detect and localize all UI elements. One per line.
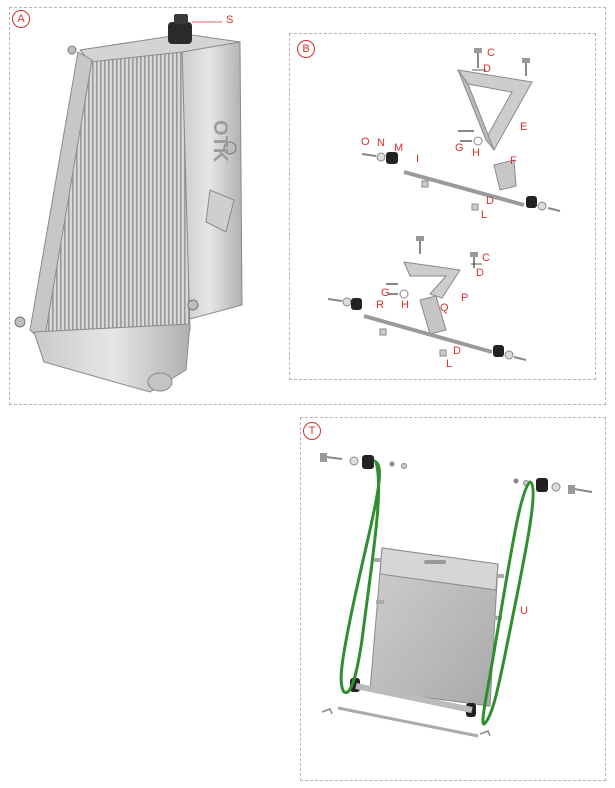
panel-t-badge: T <box>303 422 321 440</box>
label-d-bottom: D <box>453 345 461 357</box>
label-l-upper: L <box>481 209 488 221</box>
label-c-lower: C <box>482 252 490 264</box>
label-o: O <box>361 136 370 148</box>
label-d-mid: D <box>486 195 494 207</box>
label-g-lower: G <box>381 287 390 299</box>
label-h-upper: H <box>472 147 480 159</box>
panel-b-badge: B <box>297 40 315 58</box>
label-f: F <box>510 155 517 167</box>
label-h-lower: H <box>401 299 409 311</box>
label-s: S <box>226 14 234 26</box>
panel-a <box>9 7 606 405</box>
label-l-lower: L <box>446 358 453 370</box>
label-m: M <box>394 142 404 154</box>
label-i: I <box>416 153 420 165</box>
radiator-logo: OTK <box>209 120 231 163</box>
label-p: P <box>461 292 469 304</box>
panel-t <box>300 417 606 781</box>
label-g-upper: G <box>455 142 464 154</box>
label-n: N <box>377 137 385 149</box>
label-d-lower: D <box>476 267 484 279</box>
upper-bracket-assembly <box>361 48 561 212</box>
lower-bracket-assembly <box>327 236 527 361</box>
radiator <box>14 14 243 393</box>
panel-a-badge: A <box>12 10 30 28</box>
curtain-assembly <box>320 453 593 738</box>
label-c-upper: C <box>487 47 495 59</box>
label-q: Q <box>440 302 449 314</box>
label-d-upper: D <box>483 63 491 75</box>
label-r: R <box>376 299 384 311</box>
label-u: U <box>520 605 528 617</box>
label-e: E <box>520 121 528 133</box>
